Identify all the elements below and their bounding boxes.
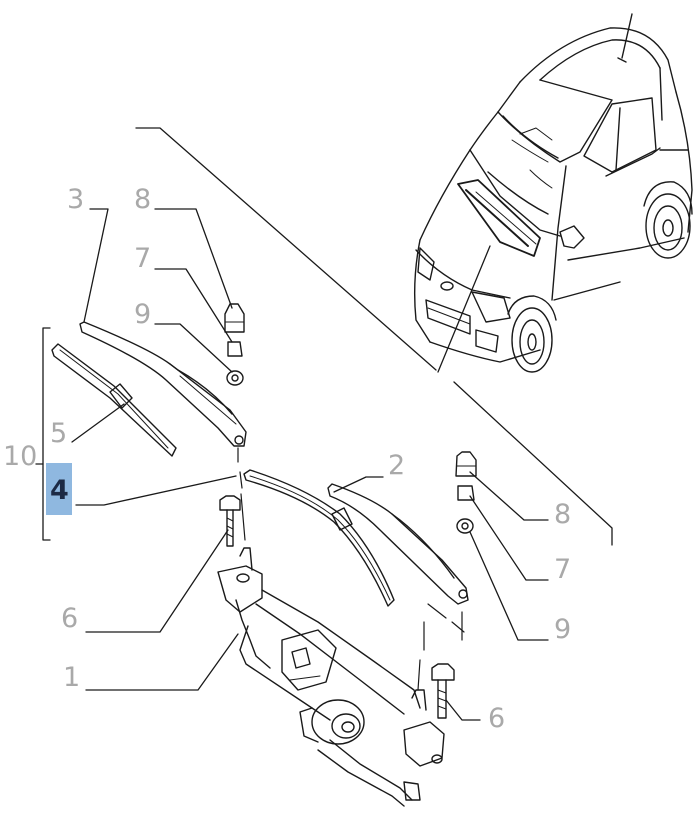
- kit-10-bracket: [35, 327, 51, 541]
- cap-nut-set-left: [224, 303, 245, 386]
- wiper-blade-left: [51, 343, 177, 457]
- callout-7-right: 7: [554, 554, 572, 585]
- highlight-box-4: [46, 463, 72, 515]
- callout-1: 1: [63, 662, 81, 693]
- bolt-left: [219, 495, 241, 547]
- callout-leaders: [71, 208, 549, 721]
- callout-9-left: 9: [134, 299, 152, 330]
- callout-5: 5: [50, 418, 68, 449]
- car-illustration: [413, 13, 693, 373]
- callout-2: 2: [388, 450, 406, 481]
- bolt-right: [431, 663, 455, 719]
- callout-8-left: 8: [134, 184, 152, 215]
- callout-8-right: 8: [554, 499, 572, 530]
- callout-6-right: 6: [488, 703, 506, 734]
- car-leader-lines: [135, 127, 613, 546]
- wiper-arm-right: [327, 483, 469, 605]
- wiper-arm-left: [79, 321, 247, 447]
- wiper-blade-right: [243, 469, 395, 607]
- assembly-axis-lines: [237, 447, 465, 691]
- callout-3: 3: [67, 184, 85, 215]
- cap-nut-set-right: [455, 451, 477, 534]
- callout-7-left: 7: [134, 243, 152, 274]
- callout-10: 10: [3, 441, 38, 472]
- callout-4: 4: [50, 475, 69, 506]
- wiper-linkage-frame: [217, 547, 445, 807]
- callout-9-right: 9: [554, 614, 572, 645]
- callout-6-left: 6: [61, 603, 79, 634]
